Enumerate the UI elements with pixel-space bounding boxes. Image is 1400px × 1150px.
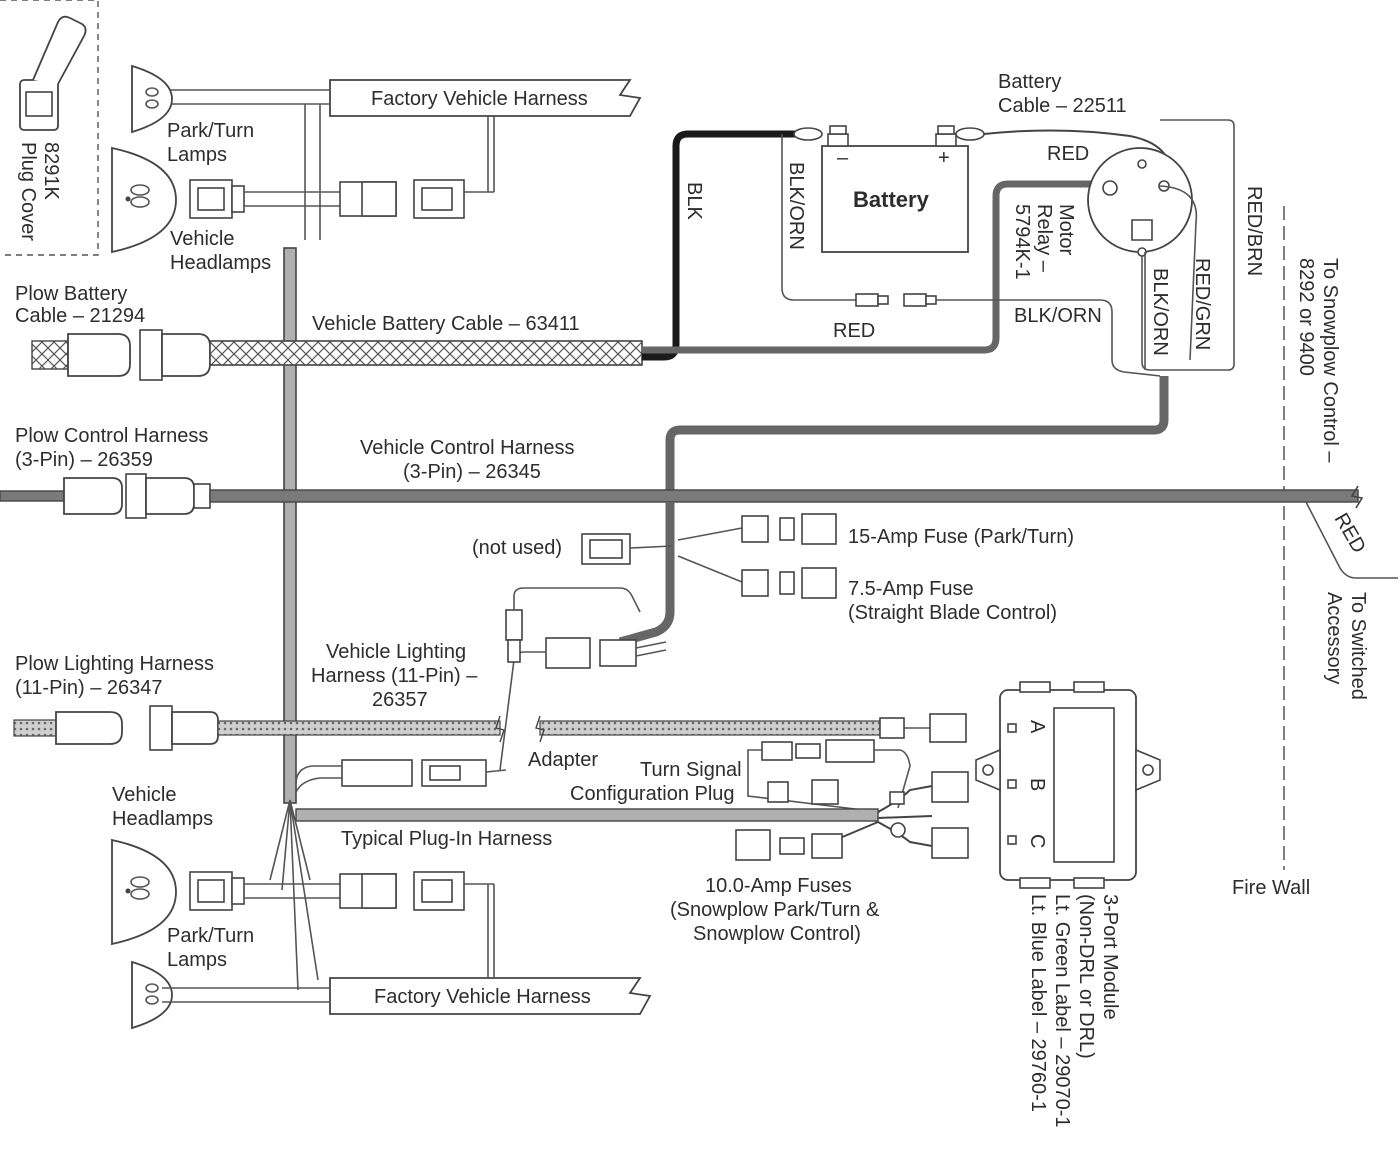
blk-label: BLK	[683, 182, 705, 220]
vehicle-headlamp-top	[111, 146, 465, 254]
fuse-10-label-2: (Snowplow Park/Turn &	[670, 899, 880, 921]
red-mid-label: RED	[833, 320, 875, 342]
turn-signal-config-plug	[747, 739, 911, 813]
vehicle-lighting-1: Vehicle Lighting	[326, 641, 466, 663]
plow-control-harness-1: Plow Control Harness	[15, 425, 208, 447]
to-snowplow-1: To Snowplow Control –	[1319, 258, 1341, 463]
vehicle-headlamp-bottom	[111, 838, 465, 946]
fire-wall-label: Fire Wall	[1232, 877, 1310, 899]
park-turn-lamp-bottom	[131, 960, 173, 1030]
fuse-75-label-1: 7.5-Amp Fuse	[848, 578, 974, 600]
park-turn-lamps-top-1: Park/Turn	[167, 120, 254, 142]
module-label-1: 3-Port Module	[1099, 894, 1121, 1020]
plug-cover: 8291K Plug Cover	[0, 0, 99, 256]
plug-cover-id: 8291K	[40, 142, 62, 200]
module-label-4: Lt. Blue Label – 29760-1	[1027, 894, 1049, 1112]
module-port-a: A	[1026, 720, 1048, 734]
vehicle-battery-cable-label: Vehicle Battery Cable – 63411	[312, 313, 580, 335]
park-turn-lamps-top-2: Lamps	[167, 144, 227, 166]
blk-cable	[642, 130, 800, 361]
motor-relay-1: Motor	[1055, 204, 1077, 255]
battery-cable-2: Cable – 22511	[998, 95, 1127, 117]
plug-in-harness-trunk	[283, 247, 297, 804]
plow-control-harness-2: (3-Pin) – 26359	[15, 449, 153, 471]
park-turn-lamp-top	[131, 64, 173, 134]
red-right-label: RED	[1330, 510, 1370, 558]
factory-harness-bottom-label: Factory Vehicle Harness	[374, 986, 591, 1008]
not-used-connector	[581, 533, 631, 565]
lighting-module-connector-a	[929, 713, 967, 743]
motor-relay	[1087, 147, 1198, 370]
module-label-2: (Non-DRL or DRL)	[1075, 894, 1097, 1059]
red-cable	[642, 180, 1104, 354]
plow-lighting-harness	[55, 705, 219, 751]
red-top-label: RED	[1047, 143, 1089, 165]
module-port-c: C	[1026, 834, 1048, 848]
fuse-15-label: 15-Amp Fuse (Park/Turn)	[848, 526, 1074, 548]
motor-relay-2: Relay –	[1033, 204, 1055, 273]
plow-battery-cable-2: Cable – 21294	[15, 305, 145, 327]
red-grn-label: RED/GRN	[1191, 258, 1213, 350]
vehicle-control-harness-1: Vehicle Control Harness	[360, 437, 575, 459]
vehicle-control-harness-2: (3-Pin) – 26345	[403, 461, 541, 483]
battery-minus: –	[837, 147, 849, 169]
fuse-10-label-1: 10.0-Amp Fuses	[705, 875, 852, 897]
vehicle-headlamps-top-2: Headlamps	[170, 252, 271, 274]
vehicle-lighting-2: Harness (11-Pin) –	[311, 665, 478, 687]
three-port-module	[975, 681, 1161, 889]
park-turn-lamps-bot-2: Lamps	[167, 949, 227, 971]
plow-lighting-harness-1: Plow Lighting Harness	[15, 653, 214, 675]
motor-relay-3: 5794K-1	[1011, 204, 1033, 280]
fuse-10-label-3: Snowplow Control)	[693, 923, 861, 945]
battery-plus: +	[938, 147, 950, 169]
turn-signal-label-2: Configuration Plug	[570, 783, 735, 805]
factory-harness-top: Factory Vehicle Harness	[162, 79, 642, 240]
not-used-label: (not used)	[472, 537, 562, 559]
vehicle-lighting-3: 26357	[372, 689, 428, 711]
red-brn-label: RED/BRN	[1243, 186, 1265, 276]
factory-harness-top-label: Factory Vehicle Harness	[371, 88, 588, 110]
module-label-3: Lt. Green Label – 29070-1	[1051, 894, 1073, 1128]
to-snowplow-2: 8292 or 9400	[1295, 258, 1317, 376]
battery	[793, 125, 985, 253]
plug-cover-name: Plug Cover	[17, 142, 39, 241]
blk-orn-right: BLK/ORN	[1149, 268, 1171, 356]
module-port-b: B	[1026, 778, 1048, 791]
park-turn-lamps-bot-1: Park/Turn	[167, 925, 254, 947]
vehicle-headlamps-bot-1: Vehicle	[112, 784, 177, 806]
inline-fuse-connector	[855, 293, 937, 307]
battery-cable-1: Battery	[998, 71, 1061, 93]
vehicle-battery-cable	[209, 340, 643, 366]
adapter	[295, 759, 507, 793]
blk-orn-mid: BLK/ORN	[1014, 305, 1102, 327]
vehicle-control-harness	[209, 489, 1359, 503]
vehicle-headlamps-top-1: Vehicle	[170, 228, 235, 250]
factory-harness-bottom	[162, 883, 652, 1015]
to-switched-2: Accessory	[1323, 592, 1345, 684]
plow-lighting-harness-2: (11-Pin) – 26347	[15, 677, 163, 699]
plow-battery-cable	[31, 329, 211, 381]
plow-control-harness	[63, 473, 211, 519]
turn-signal-label-1: Turn Signal	[640, 759, 742, 781]
battery-label: Battery	[853, 187, 930, 212]
adapter-label: Adapter	[528, 749, 598, 771]
fuse-75-label-2: (Straight Blade Control)	[848, 602, 1057, 624]
typical-plugin-harness	[295, 808, 879, 822]
vehicle-headlamps-bot-2: Headlamps	[112, 808, 213, 830]
vehicle-lighting-connectors	[499, 587, 667, 771]
plow-battery-cable-1: Plow Battery	[15, 283, 127, 305]
fuse-holder-15a	[677, 513, 837, 545]
blk-orn-left: BLK/ORN	[785, 162, 807, 250]
typical-plugin-label: Typical Plug-In Harness	[341, 828, 552, 850]
to-switched-1: To Switched	[1347, 592, 1369, 700]
fuse-holder-7-5a	[677, 555, 837, 599]
module-harness-fanout	[735, 771, 969, 861]
